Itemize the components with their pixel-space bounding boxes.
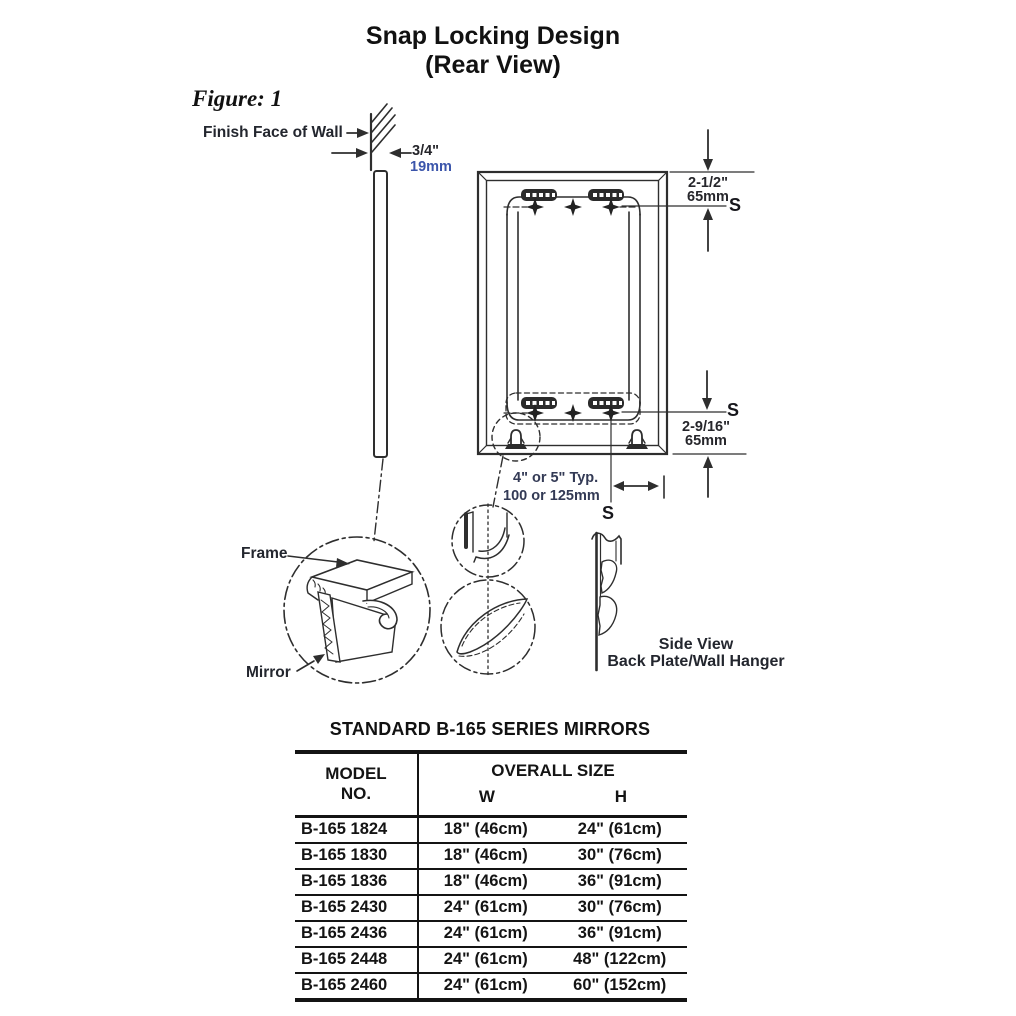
frame-label-arrow — [287, 555, 350, 567]
wall-hanger-tab-right — [626, 429, 648, 449]
side-view-caption-line2: Back Plate/Wall Hanger — [607, 653, 785, 670]
wall-hanger-tab-left — [505, 429, 527, 449]
wall-section — [369, 103, 396, 172]
drawing-title-line2: (Rear View) — [425, 51, 561, 79]
column-header-h: H — [614, 787, 628, 807]
side-view-caption-line1: Side View — [658, 636, 734, 653]
screw-marks — [526, 198, 620, 422]
table-row: B-165 1824 18" (46cm) 24" (61cm) — [295, 816, 687, 843]
snap-bracket-top-left — [521, 189, 557, 201]
side-view-profile — [591, 531, 622, 672]
top-dimension — [669, 129, 755, 252]
snap-bracket-top-right — [588, 189, 624, 201]
table-row: B-165 2436 24" (61cm) 36" (91cm) — [295, 919, 687, 947]
column-header-model: MODEL NO. — [295, 752, 419, 816]
mirror-label: Mirror — [246, 664, 291, 681]
top-dimension-mm: 65mm — [687, 189, 729, 205]
screw-spacing-mm: 100 or 125mm — [503, 488, 600, 504]
drawing-title: Snap Locking Design (Rear View) — [318, 22, 668, 80]
side-view-caption: Side View Back Plate/Wall Hanger — [600, 636, 792, 670]
table-divider-extension — [417, 991, 419, 1000]
screw-spacing-inches: 4" or 5" Typ. — [513, 470, 599, 486]
screw-spacing-dimension — [610, 419, 665, 503]
screw-spacing-s-reference: S — [602, 503, 615, 523]
table-row: B-165 2448 24" (61cm) 48" (122cm) — [295, 945, 687, 973]
bottom-dimension — [672, 370, 747, 498]
table-row: B-165 1830 18" (46cm) 30" (76cm) — [295, 841, 687, 869]
detail-connector-lines — [373, 455, 504, 542]
top-dimension-inches: 2-1/2" — [688, 175, 728, 191]
snap-brackets — [521, 189, 624, 409]
bottom-dimension-mm: 65mm — [685, 433, 727, 449]
table-title: STANDARD B-165 SERIES MIRRORS — [329, 719, 651, 739]
table-row: B-165 1836 18" (46cm) 36" (91cm) — [295, 867, 687, 895]
snap-bracket-bottom-right — [588, 397, 624, 409]
mirror-label-arrow — [296, 654, 325, 672]
top-s-reference: S — [729, 195, 742, 215]
mirror-side-profile — [373, 170, 388, 458]
finish-face-of-wall-label: Finish Face of Wall — [203, 124, 343, 141]
wall-offset-dimension — [331, 148, 412, 158]
snap-bracket-bottom-left — [521, 397, 557, 409]
bottom-s-reference: S — [727, 400, 740, 420]
drawing-title-line1: Snap Locking Design — [365, 22, 621, 50]
table-row: B-165 2430 24" (61cm) 30" (76cm) — [295, 893, 687, 921]
wall-leader-arrow — [346, 128, 369, 138]
wall-offset-mm: 19mm — [410, 159, 452, 175]
wall-offset-inches: 3/4" — [412, 143, 440, 159]
figure-label: Figure: 1 — [192, 86, 283, 111]
hanger-detail-callout-circle — [491, 412, 541, 462]
column-header-overall-size: OVERALL SIZE W H — [478, 761, 628, 807]
mirror-size-table: MODEL NO. OVERALL SIZE W H B-165 — [295, 750, 687, 1002]
frame-label: Frame — [241, 545, 288, 562]
bottom-dimension-inches: 2-9/16" — [682, 419, 730, 435]
table-row: B-165 2460 24" (61cm) 60" (152cm) — [295, 971, 687, 1000]
bottom-bracket-dashed-outline — [505, 392, 641, 425]
column-header-w: W — [478, 787, 495, 807]
